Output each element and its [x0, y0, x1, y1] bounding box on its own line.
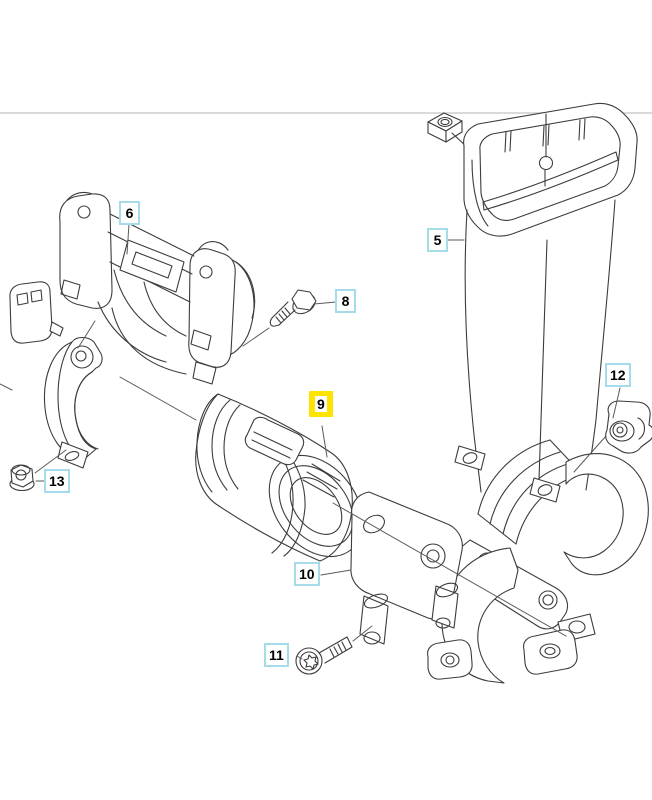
part-label-8-text: 8 — [341, 293, 350, 309]
part-9-drawing — [195, 393, 364, 562]
part-label-12[interactable]: 12 — [605, 363, 631, 387]
part-label-11-text: 11 — [269, 647, 284, 663]
part-label-12-text: 12 — [610, 367, 626, 383]
top-separator-line — [0, 112, 652, 114]
part-label-8[interactable]: 8 — [335, 289, 356, 313]
part-label-9-highlighted[interactable]: 9 — [309, 391, 333, 417]
part-label-5[interactable]: 5 — [427, 228, 448, 252]
part-12-drawing — [605, 400, 652, 454]
part-11-drawing — [295, 636, 353, 675]
part-label-9-text: 9 — [315, 396, 327, 412]
square-nut-drawing — [427, 112, 468, 148]
part-13-drawing — [9, 464, 35, 492]
part-8-drawing — [269, 289, 317, 327]
part-label-10-text: 10 — [299, 566, 315, 582]
part-label-5-text: 5 — [433, 232, 442, 248]
leader-lines — [0, 223, 621, 660]
part-6-drawing — [59, 191, 256, 385]
part-label-6-text: 6 — [125, 205, 134, 221]
part-label-13-text: 13 — [49, 473, 65, 489]
connector-block-drawing — [9, 281, 64, 344]
part-5-drawing — [427, 102, 649, 684]
part-label-10[interactable]: 10 — [294, 562, 320, 586]
part-label-13[interactable]: 13 — [44, 469, 70, 493]
clamp-half-drawing — [43, 336, 103, 469]
part-label-6[interactable]: 6 — [119, 201, 140, 225]
part-10-drawing — [350, 491, 473, 680]
part-label-11[interactable]: 11 — [264, 643, 289, 667]
